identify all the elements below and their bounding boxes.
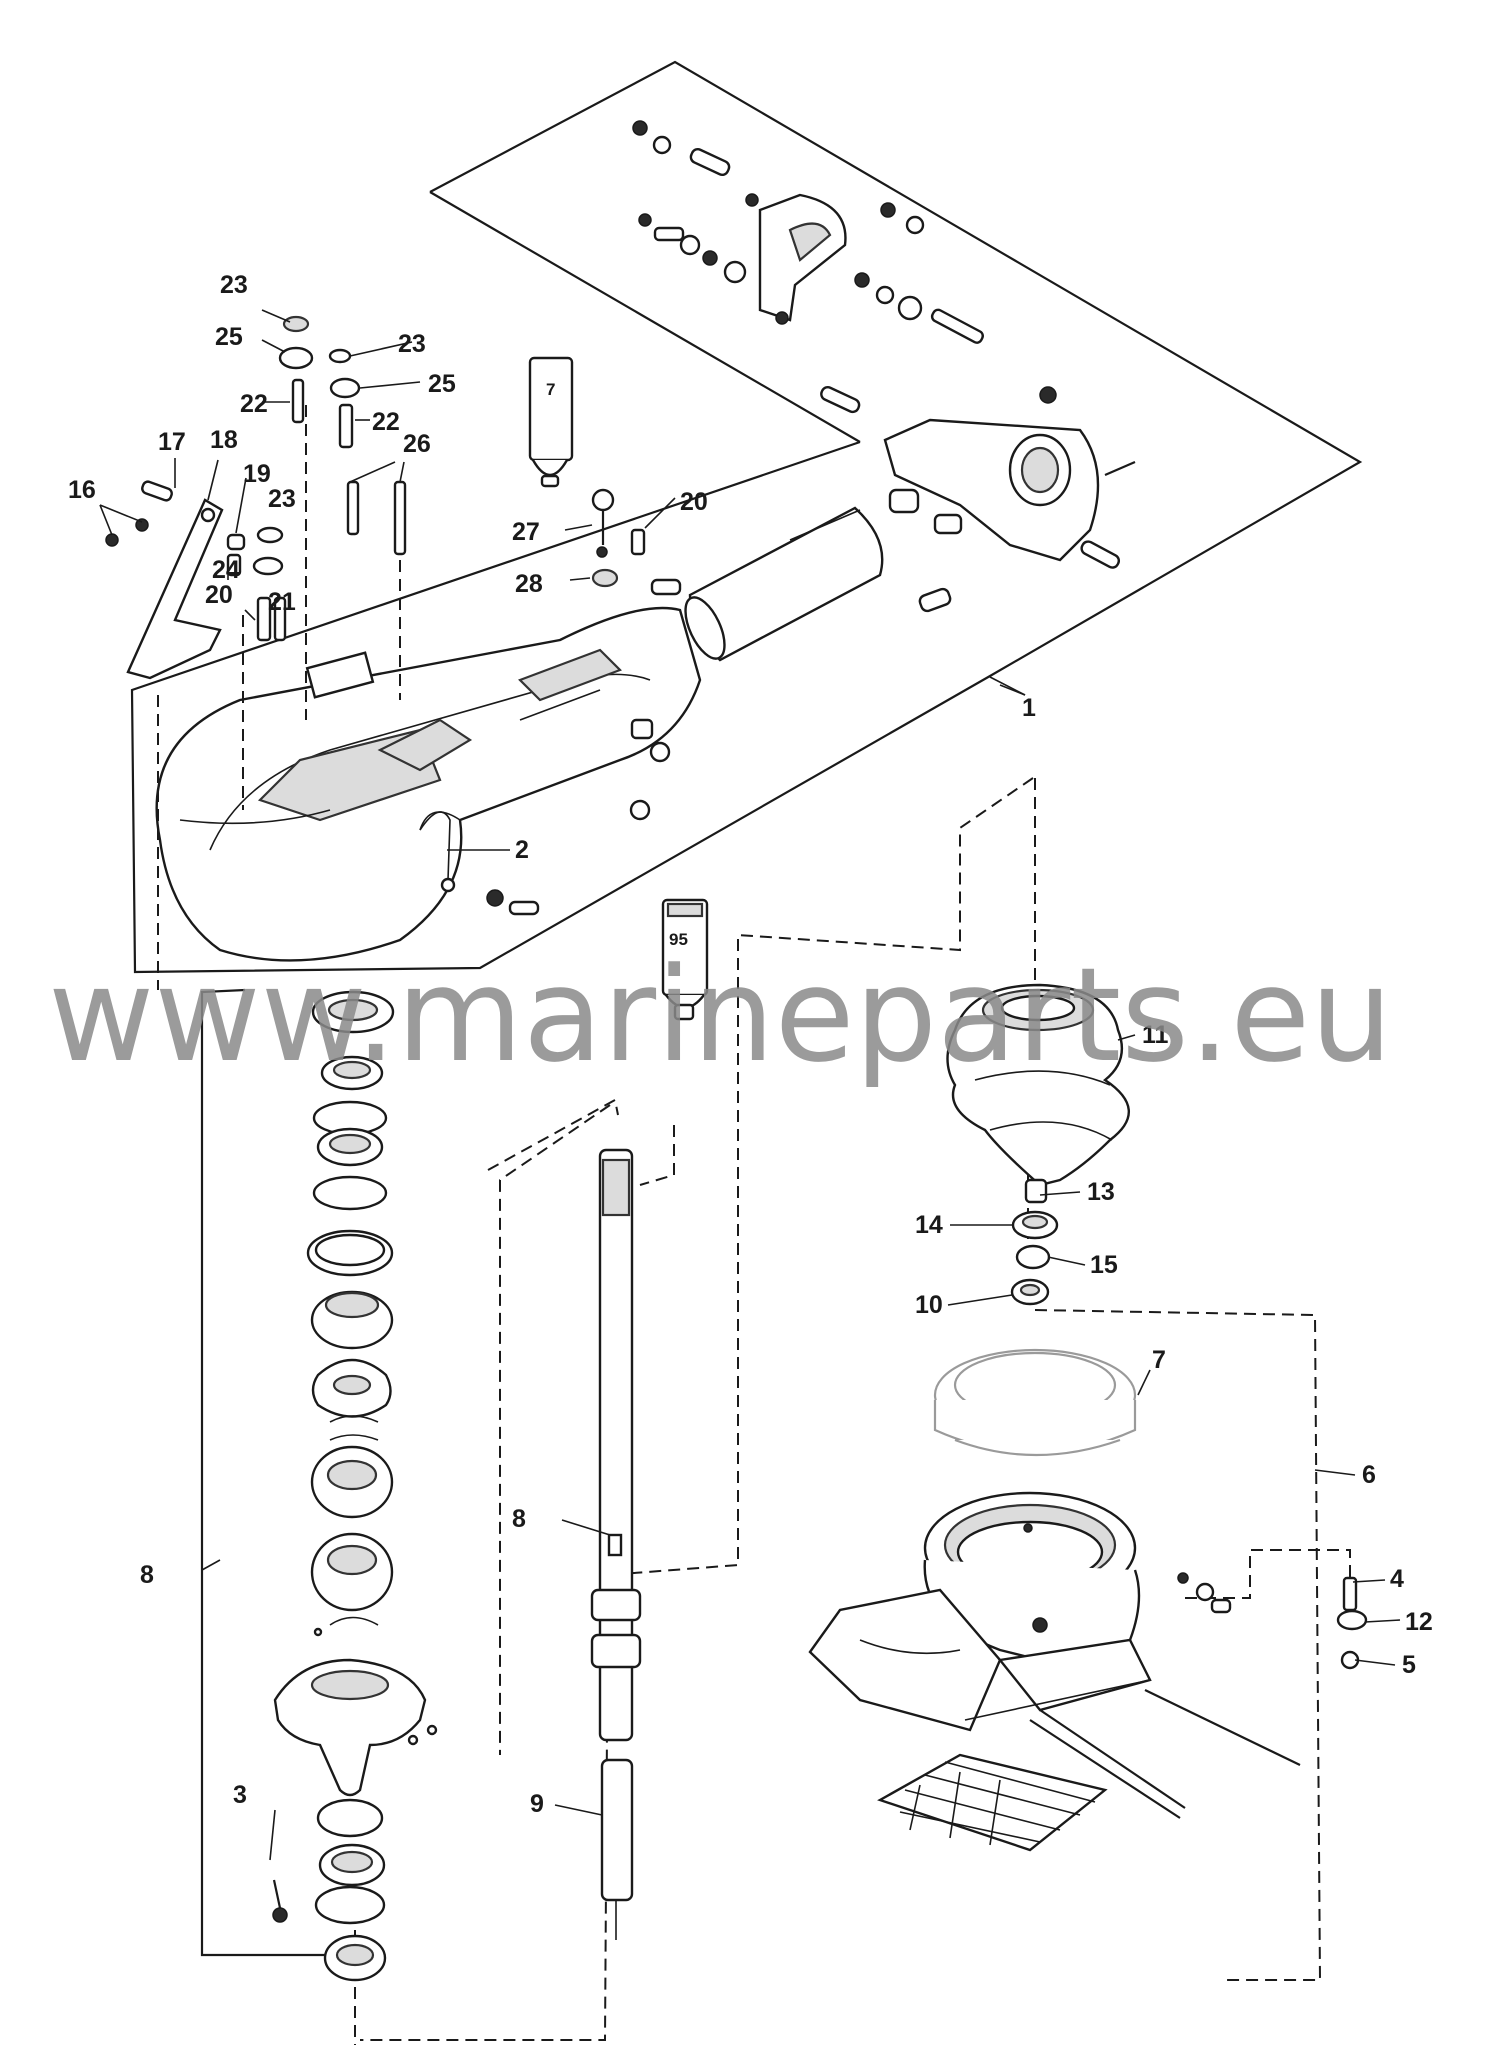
callout-14: 14 <box>915 1211 943 1239</box>
callout-23-top: 23 <box>220 271 248 299</box>
pump-housing <box>155 506 884 962</box>
callout-17: 17 <box>158 428 186 456</box>
callout-8-left: 8 <box>140 1561 154 1589</box>
callout-25-right: 25 <box>428 370 456 398</box>
callout-28: 28 <box>515 570 543 598</box>
callout-21: 21 <box>268 588 296 616</box>
bearing-seal-stack <box>200 988 438 1982</box>
upper-assembly-group <box>130 60 1363 974</box>
callout-26: 26 <box>403 430 431 458</box>
steering-hardware <box>632 120 1136 613</box>
callout-5: 5 <box>1402 1651 1416 1679</box>
linkage-hardware <box>105 315 646 680</box>
callout-3: 3 <box>233 1781 247 1809</box>
watermark: www.marineparts.eu <box>48 939 1393 1091</box>
impeller-assembly <box>808 983 1368 1852</box>
callout-22-right: 22 <box>372 408 400 436</box>
callout-6: 6 <box>1362 1461 1376 1489</box>
callout-19: 19 <box>243 460 271 488</box>
callout-15: 15 <box>1090 1251 1118 1279</box>
callout-23-mid: 23 <box>398 330 426 358</box>
callout-2: 2 <box>515 836 529 864</box>
callout-20-left: 20 <box>205 581 233 609</box>
callout-10: 10 <box>915 1291 943 1319</box>
callout-18: 18 <box>210 426 238 454</box>
callout-1: 1 <box>1022 694 1036 722</box>
callout-7-lower: 7 <box>1152 1346 1166 1374</box>
tube-label-lower: 95 <box>669 930 688 949</box>
callout-23-left: 23 <box>268 485 296 513</box>
callout-8-shaft: 8 <box>512 1505 526 1533</box>
drive-shaft <box>590 898 709 1940</box>
callout-13: 13 <box>1087 1178 1115 1206</box>
callout-labels: 1 2 3 4 5 6 7 8 8 9 10 11 12 13 14 15 16… <box>68 271 1433 1818</box>
callout-25-left: 25 <box>215 323 243 351</box>
callout-24: 24 <box>212 556 240 584</box>
callout-11: 11 <box>1142 1021 1169 1049</box>
callout-20-right: 20 <box>680 488 708 516</box>
callout-16: 16 <box>68 476 96 504</box>
callout-12: 12 <box>1405 1608 1433 1636</box>
callout-4: 4 <box>1390 1565 1404 1593</box>
callout-leaders <box>99 309 1401 1861</box>
callout-22-left: 22 <box>240 390 268 418</box>
callout-9: 9 <box>530 1790 544 1818</box>
tube-label-upper: 7 <box>546 380 555 399</box>
callout-27: 27 <box>512 518 540 546</box>
